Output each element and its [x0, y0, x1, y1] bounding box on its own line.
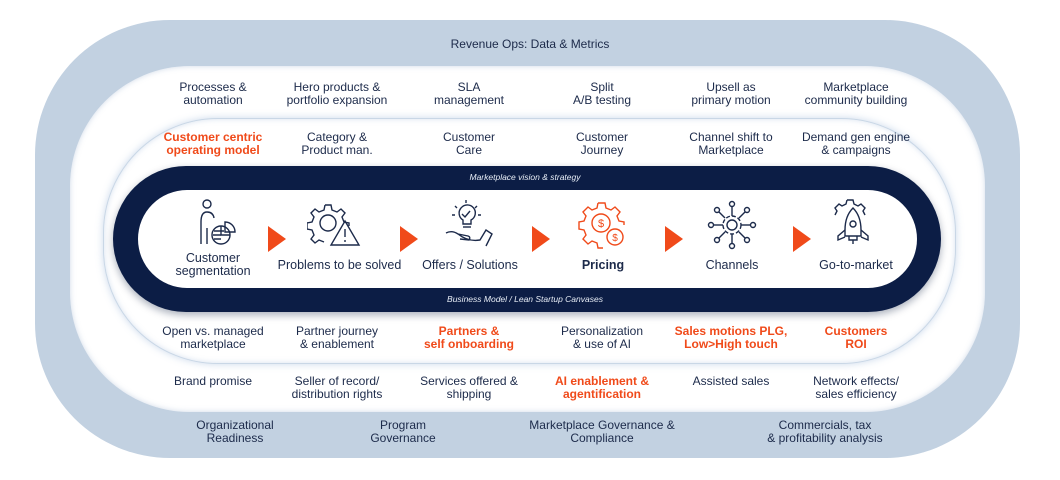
revops-item: Hero products & portfolio expansion — [286, 80, 388, 107]
step-customer-segmentation: Customer segmentation — [175, 251, 251, 278]
partner-item: Partner journey & enablement — [295, 324, 379, 351]
core-process-lane — [138, 190, 917, 288]
revops-item: Upsell as primary motion — [691, 80, 771, 107]
enablement-item: Seller of record/ distribution rights — [291, 374, 383, 401]
step-go-to-market: Go-to-market — [819, 258, 893, 272]
hand-lightbulb-icon — [443, 200, 493, 250]
outer-bottom-item: Commercials, tax & profitability analysi… — [767, 418, 883, 445]
network-gear-icon — [707, 200, 757, 250]
enablement-item: Assisted sales — [692, 374, 770, 388]
process-arrow — [793, 226, 811, 252]
svg-text:$: $ — [612, 233, 618, 244]
operating-model-item: Customer Journey — [575, 130, 628, 157]
partner-item: Sales motions PLG, Low>High touch — [674, 324, 788, 351]
rocket-gear-icon — [833, 198, 873, 250]
operating-model-item: Customer centric operating model — [163, 130, 263, 157]
process-arrow — [532, 226, 550, 252]
operating-model-item: Channel shift to Marketplace — [689, 130, 773, 157]
partner-item: Personalization & use of AI — [560, 324, 644, 351]
person-pie-chart-icon — [195, 198, 241, 248]
step-offers-solutions: Offers / Solutions — [422, 258, 518, 272]
operating-model-item: Category & Product man. — [301, 130, 373, 157]
business-model-label: Business Model / Lean Startup Canvases — [447, 294, 603, 304]
partner-item: Partners & self onboarding — [424, 324, 514, 351]
step-channels: Channels — [705, 258, 759, 272]
step-problems-to-be-solved: Problems to be solved — [277, 258, 402, 272]
step-pricing: Pricing — [581, 258, 625, 272]
marketplace-vision-label: Marketplace vision & strategy — [469, 172, 581, 182]
enablement-item: AI enablement & agentification — [554, 374, 650, 401]
revops-item: Marketplace community building — [804, 80, 908, 107]
enablement-item: Network effects/ sales efficiency — [813, 374, 899, 401]
process-arrow — [665, 226, 683, 252]
gear-dollar-icon: $ $ — [578, 201, 628, 249]
enablement-item: Brand promise — [173, 374, 253, 388]
process-arrow — [268, 226, 286, 252]
svg-text:$: $ — [598, 218, 604, 230]
revenue-ops-label: Revenue Ops: Data & Metrics — [450, 37, 610, 51]
operating-model-item: Customer Care — [442, 130, 495, 157]
outer-bottom-item: Organizational Readiness — [196, 418, 274, 445]
outer-bottom-item: Marketplace Governance & Compliance — [529, 418, 675, 445]
partner-item: Customers ROI — [824, 324, 888, 351]
revops-item: Split A/B testing — [572, 80, 632, 107]
enablement-item: Services offered & shipping — [420, 374, 518, 401]
revops-item: Processes & automation — [179, 80, 247, 107]
partner-item: Open vs. managed marketplace — [162, 324, 264, 351]
outer-bottom-item: Program Governance — [370, 418, 436, 445]
operating-model-item: Demand gen engine & campaigns — [801, 130, 911, 157]
process-arrow — [400, 226, 418, 252]
revops-item: SLA management — [433, 80, 505, 107]
gear-warning-icon — [307, 203, 363, 247]
